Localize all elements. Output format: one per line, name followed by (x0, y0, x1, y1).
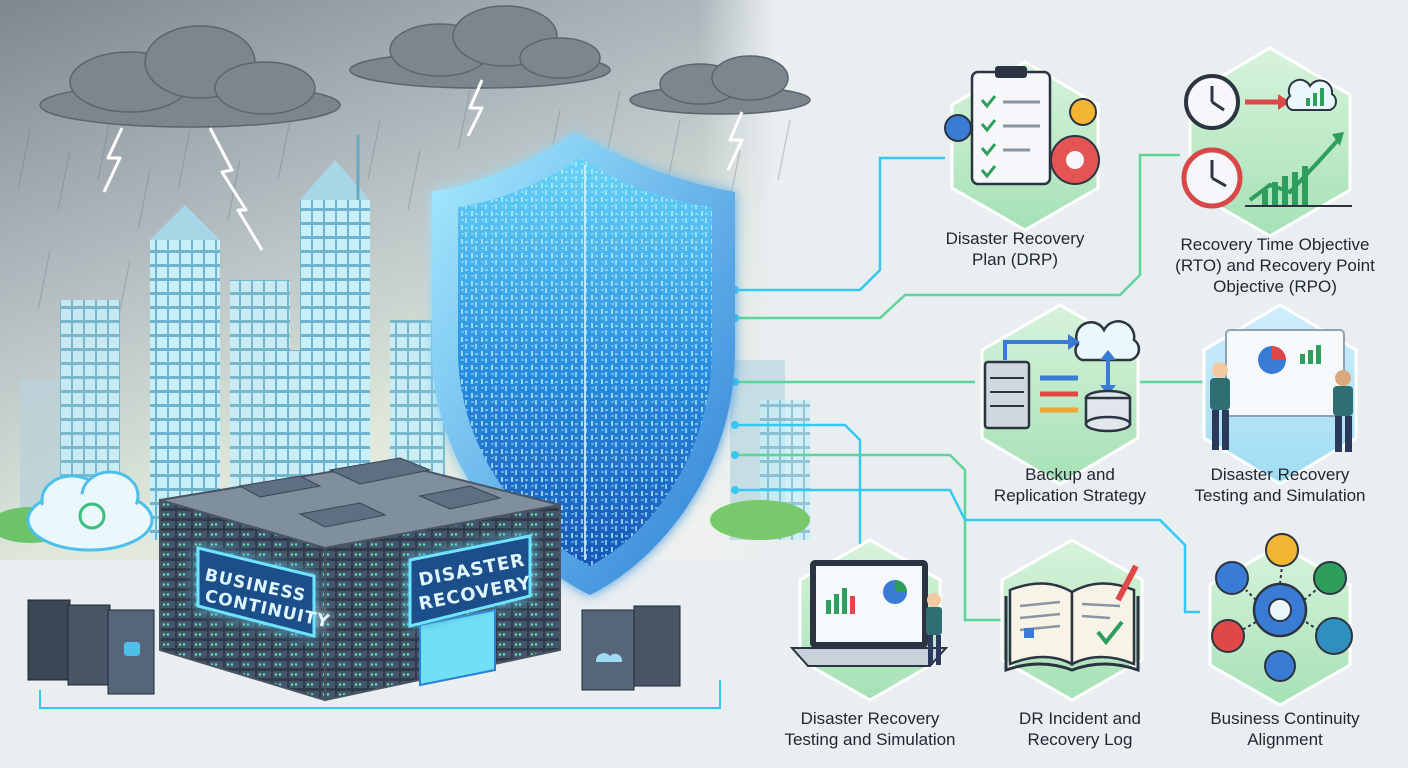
label-drp-line2: Plan (DRP) (972, 250, 1058, 269)
label-dr-testing-bottom: Disaster Recovery Testing and Simulation (755, 708, 985, 750)
label-drp: Disaster Recovery Plan (DRP) (930, 228, 1100, 270)
node-rto-rpo-icon (1181, 46, 1352, 238)
ground-circuit (39, 680, 721, 709)
database-icon (124, 642, 140, 656)
cloud-left (39, 25, 341, 128)
storm-clouds (39, 5, 811, 128)
label-bc-alignment: Business Continuity Alignment (1180, 708, 1390, 750)
server-cloud-database-icon (983, 320, 1141, 433)
label-backup: Backup and Replication Strategy (960, 464, 1180, 506)
server-racks-left (27, 599, 155, 695)
sign-disaster-recovery: DISASTER RECOVERY (408, 534, 533, 628)
laptop-dashboard-icon (789, 560, 949, 667)
server-rack-right (581, 605, 681, 691)
clocks-growth-chart-icon (1181, 74, 1352, 209)
presentation-board-people-icon (1210, 329, 1353, 452)
rain-streaks (17, 89, 791, 321)
label-drp-line1: Disaster Recovery (945, 229, 1085, 248)
connector-lines (735, 153, 1205, 622)
sync-arrows-icon (78, 502, 106, 530)
sign-business-continuity: BUSINESS CONTINUITY (196, 546, 332, 638)
label-dr-testing-bottom-line1: Disaster Recovery (800, 709, 940, 728)
shield (432, 132, 735, 595)
small-cloud-icon (596, 653, 623, 662)
node-dr-testing-bottom-icon (789, 538, 949, 702)
label-rto-rpo: Recovery Time Objective (RTO) and Recove… (1150, 234, 1400, 297)
label-bc-alignment-line1: Business Continuity (1210, 709, 1360, 728)
label-rto-rpo-line1: Recovery Time Objective (1180, 235, 1370, 254)
node-bc-alignment-icon (1208, 533, 1353, 707)
node-incident-log-icon (1000, 538, 1144, 702)
node-dr-testing-top-icon (1202, 303, 1358, 486)
cloud-sync (26, 470, 154, 552)
open-logbook-icon (1004, 564, 1140, 673)
label-backup-line1: Backup and (1025, 465, 1115, 484)
label-incident-log-line1: DR Incident and (1019, 709, 1141, 728)
label-dr-testing-top: Disaster Recovery Testing and Simulation (1170, 464, 1390, 506)
label-dr-testing-bottom-line2: Testing and Simulation (784, 730, 956, 749)
label-incident-log: DR Incident and Recovery Log (985, 708, 1175, 750)
node-drp-icon (944, 60, 1100, 232)
data-center-building: BUSINESS CONTINUITY DISASTER RECOVERY (159, 457, 561, 702)
gear-network-icon (1211, 533, 1353, 682)
label-rto-rpo-line2: (RTO) and Recovery Point (1175, 256, 1375, 275)
label-incident-log-line2: Recovery Log (1027, 730, 1133, 749)
label-rto-rpo-line3: Objective (RPO) (1213, 277, 1337, 296)
node-backup-icon (980, 303, 1141, 486)
entrance-door (419, 608, 496, 687)
lightning-bolts (102, 79, 744, 251)
label-dr-testing-top-line1: Disaster Recovery (1210, 465, 1350, 484)
label-dr-testing-top-line2: Testing and Simulation (1194, 486, 1366, 505)
label-backup-line2: Replication Strategy (993, 486, 1147, 505)
label-bc-alignment-line2: Alignment (1247, 730, 1323, 749)
cloud-right (629, 55, 811, 115)
cloud-center (349, 5, 611, 89)
